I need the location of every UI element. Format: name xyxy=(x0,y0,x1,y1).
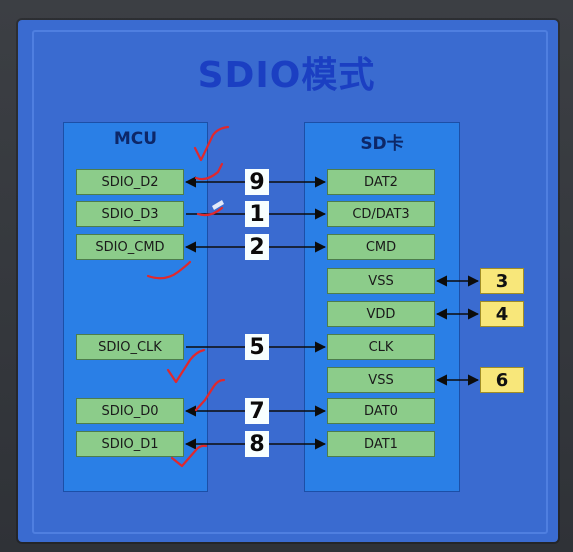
mcu-pin-sdio-d1: SDIO_D1 xyxy=(76,431,184,457)
sd-pin-cmd: CMD xyxy=(327,234,435,260)
connection-number-2: 2 xyxy=(245,234,269,260)
check-mark-icon xyxy=(166,348,206,384)
mcu-label: MCU xyxy=(113,129,158,149)
sd-pin-vss-1: VSS xyxy=(327,268,435,294)
pen-cursor-icon xyxy=(212,200,224,210)
slide-frame xyxy=(32,30,548,534)
sd-pin-clk: CLK xyxy=(327,334,435,360)
diagram-title: SDIO模式 xyxy=(197,55,376,96)
sd-pin-dat2: DAT2 xyxy=(327,169,435,195)
power-pin-number-3: 3 xyxy=(480,268,524,294)
mcu-pin-sdio-d0: SDIO_D0 xyxy=(76,398,184,424)
mcu-pin-sdio-d3: SDIO_D3 xyxy=(76,201,184,227)
check-mark-icon xyxy=(194,162,224,181)
connection-number-8: 8 xyxy=(245,431,269,457)
mcu-pin-sdio-cmd: SDIO_CMD xyxy=(76,234,184,260)
sd-pin-vdd: VDD xyxy=(327,301,435,327)
sd-pin-dat1: DAT1 xyxy=(327,431,435,457)
sd-pin-dat0: DAT0 xyxy=(327,398,435,424)
sd-pin-cd-dat3: CD/DAT3 xyxy=(327,201,435,227)
mcu-pin-sdio-d2: SDIO_D2 xyxy=(76,169,184,195)
connection-number-7: 7 xyxy=(245,398,269,424)
connection-number-9: 9 xyxy=(245,169,269,195)
check-mark-icon xyxy=(193,125,230,162)
power-pin-number-6: 6 xyxy=(480,367,524,393)
connection-number-1: 1 xyxy=(245,201,269,227)
check-mark-icon xyxy=(146,260,192,280)
check-mark-icon xyxy=(170,444,208,468)
connection-number-5: 5 xyxy=(245,334,269,360)
sd-pin-vss-2: VSS xyxy=(327,367,435,393)
mcu-pin-sdio-clk: SDIO_CLK xyxy=(76,334,184,360)
check-mark-icon xyxy=(196,206,224,217)
check-mark-icon xyxy=(194,378,226,412)
sd-card-label: SD卡 xyxy=(360,134,404,154)
power-pin-number-4: 4 xyxy=(480,301,524,327)
